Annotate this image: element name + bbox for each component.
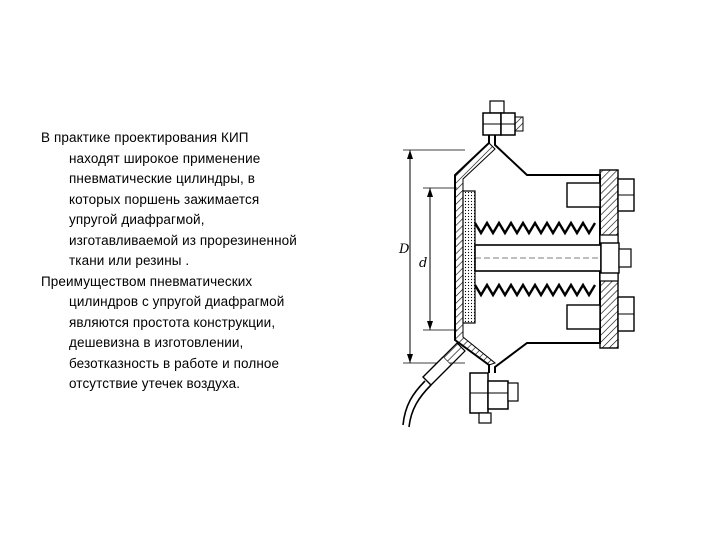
mounting-bolt-upper [566,178,635,212]
dimension-D: D [398,149,465,364]
pneumatic-cylinder-drawing: D d [395,95,640,435]
bottom-bolt [469,372,519,424]
label-d: d [419,256,427,271]
paragraph-1-line-2: находят широкое применение [69,150,261,166]
piston-rod [474,242,632,274]
paragraph-1: В практике проектирования КИП находят ши… [41,128,351,272]
air-inlet-fitting [402,342,466,428]
housing-shell [454,135,601,373]
paragraph-1-line-4: которых поршень зажимается [69,191,260,207]
paragraph-2-line-6: отсутствие утечек воздуха. [69,376,241,391]
paragraph-2-line-5: безотказность в работе и полное [69,355,280,371]
paragraph-1-line-5: упругой диафрагмой, [69,212,205,227]
return-spring [473,220,597,298]
paragraph-2: Преимуществом пневматических цилиндров с… [41,272,351,395]
paragraph-1-line-6: изготавливаемой из прорезиненной [69,232,297,248]
paragraph-2-line-3: являются простота конструкции, [69,314,276,330]
top-bolt [482,100,524,136]
paragraph-2-line-2: цилиндров с упругой диафрагмой [69,294,285,309]
mounting-bolt-lower [566,296,635,332]
paragraph-1-line-7: ткани или резины . [69,253,190,268]
paragraph-2-line-1: Преимуществом пневматических [41,273,253,289]
paragraph-1-line-1: В практике проектирования КИП [41,130,249,145]
label-D: D [398,242,410,257]
dimension-d: d [419,187,457,331]
description-text: В практике проектирования КИП находят ши… [41,128,351,395]
paragraph-2-line-4: дешевизна в изготовлении, [69,335,244,350]
cylinder-cross-section-svg: D d [398,100,635,428]
paragraph-1-line-3: пневматические цилиндры, в [69,171,256,186]
